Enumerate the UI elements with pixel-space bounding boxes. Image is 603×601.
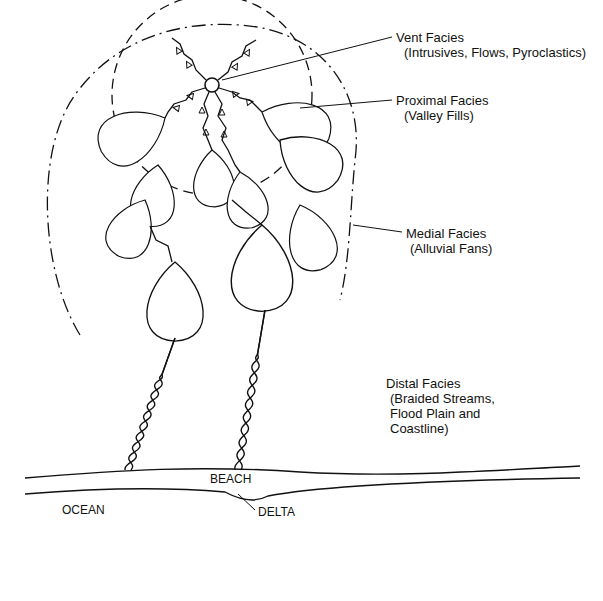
facies-name: Medial Facies bbox=[406, 226, 486, 241]
fan bbox=[99, 191, 165, 266]
stream bbox=[215, 92, 240, 172]
place-name: OCEAN bbox=[62, 503, 105, 518]
facies-note: (Intrusives, Flows, Pyroclastics) bbox=[404, 45, 586, 60]
fan bbox=[265, 119, 352, 201]
braid-strand bbox=[235, 310, 265, 470]
facies-name: Proximal Facies bbox=[396, 93, 488, 108]
pyroclastic-ticks bbox=[173, 46, 254, 137]
stream bbox=[172, 38, 206, 80]
leader-line bbox=[238, 494, 255, 510]
shoreline bbox=[25, 466, 580, 478]
braided-streams bbox=[125, 310, 265, 470]
stream bbox=[203, 92, 212, 150]
tick bbox=[184, 60, 192, 68]
leader-lines bbox=[222, 37, 402, 510]
tick bbox=[187, 93, 194, 100]
fan bbox=[147, 262, 203, 341]
leader-line bbox=[353, 225, 402, 232]
fan bbox=[231, 225, 292, 311]
leader-line bbox=[222, 37, 392, 80]
stream bbox=[218, 40, 256, 80]
facies-name: Distal Facies bbox=[386, 376, 460, 391]
tick bbox=[232, 62, 240, 70]
fan bbox=[278, 198, 343, 277]
fan bbox=[220, 168, 272, 232]
vent-symbol bbox=[205, 78, 219, 92]
tick bbox=[173, 105, 180, 112]
alluvial-fans bbox=[89, 88, 352, 341]
facies-note: (Valley Fills) bbox=[404, 108, 474, 123]
leader-line bbox=[300, 100, 392, 108]
medial-boundary bbox=[47, 24, 356, 335]
place-name: BEACH bbox=[208, 472, 253, 487]
facies-note: (Braided Streams, Flood Plain and Coastl… bbox=[390, 391, 530, 436]
stream bbox=[150, 226, 172, 262]
braid-strand bbox=[125, 338, 175, 470]
stream bbox=[165, 88, 205, 118]
facies-name: Vent Facies bbox=[396, 30, 464, 45]
tick bbox=[244, 48, 252, 56]
valley-streams bbox=[150, 38, 262, 262]
stream bbox=[219, 88, 262, 112]
tick bbox=[199, 107, 205, 113]
tick bbox=[233, 91, 240, 98]
delta-shoreline bbox=[25, 478, 580, 500]
tick bbox=[221, 131, 227, 137]
tick bbox=[174, 46, 182, 54]
facies-note: (Alluvial Fans) bbox=[410, 241, 492, 256]
tick bbox=[203, 129, 209, 135]
place-name: DELTA bbox=[258, 505, 295, 520]
fan bbox=[89, 95, 177, 174]
stream bbox=[232, 200, 262, 225]
tick bbox=[247, 99, 254, 106]
tick bbox=[219, 109, 225, 115]
